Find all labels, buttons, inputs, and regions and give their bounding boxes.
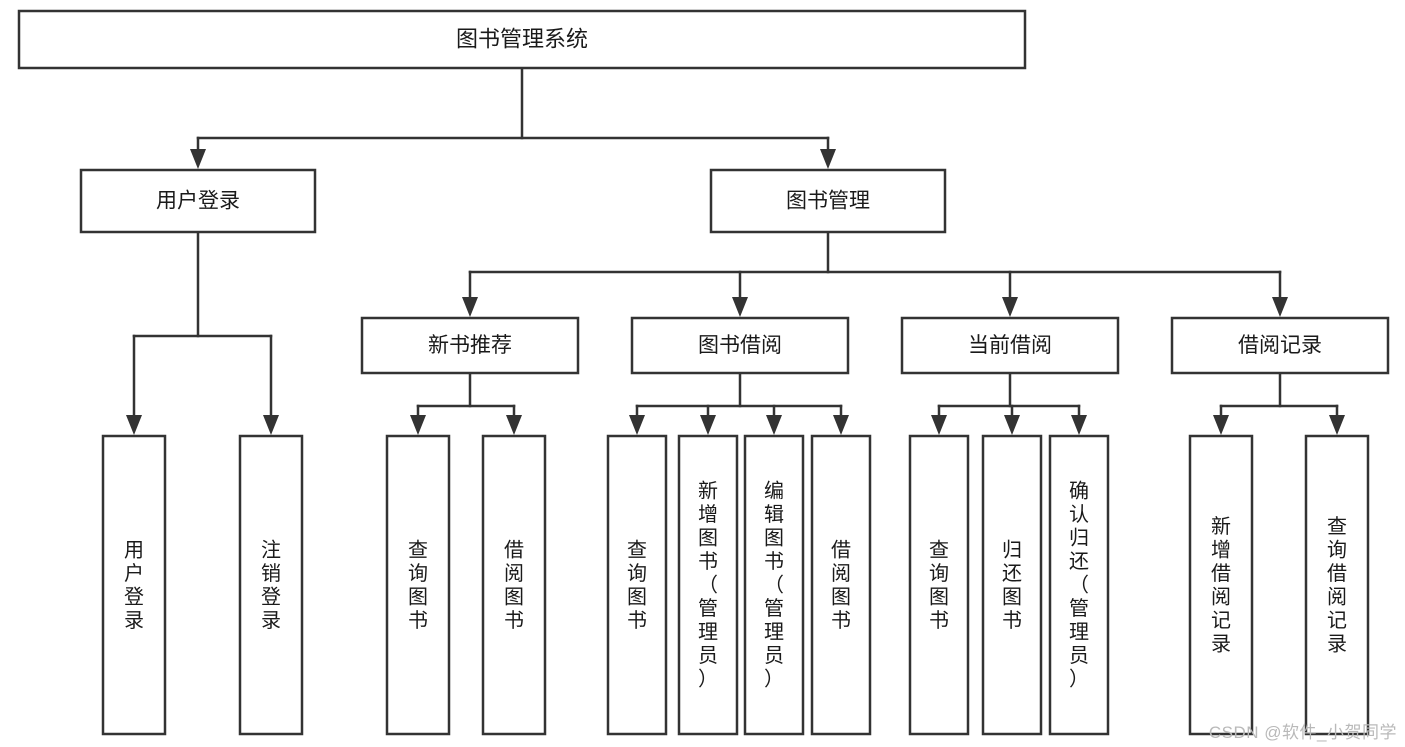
node-label-leaf-add-record: 新增借阅记录 (1211, 515, 1231, 656)
connector-group-user-login (126, 230, 279, 435)
node-leaf-add-book[interactable]: 新增图书（管理员） (677, 434, 739, 736)
arrow-head-icon (732, 297, 748, 317)
node-leaf-user-logout[interactable]: 注销登录 (238, 434, 304, 736)
node-leaf-confirm-return[interactable]: 确认归还（管理员） (1048, 434, 1110, 736)
node-root[interactable]: 图书管理系统 (17, 9, 1027, 70)
node-leaf-query-book-b[interactable]: 查询图书 (606, 434, 668, 736)
arrow-head-icon (820, 149, 836, 169)
node-new-book-rec[interactable]: 新书推荐 (360, 316, 580, 375)
node-label-leaf-confirm-return: 确认归还（管理员） (1069, 480, 1089, 691)
arrow-head-icon (931, 415, 947, 435)
node-leaf-user-login[interactable]: 用户登录 (101, 434, 167, 736)
arrow-head-icon (506, 415, 522, 435)
node-user-login[interactable]: 用户登录 (79, 168, 317, 234)
node-borrow-record[interactable]: 借阅记录 (1170, 316, 1390, 375)
connector-group-book-manage (462, 230, 1288, 317)
node-label-leaf-query-book-rec: 查询图书 (408, 538, 428, 632)
node-box-leaf-query-book-rec[interactable] (385, 434, 451, 736)
node-box-leaf-add-book[interactable] (677, 434, 739, 736)
node-box-user-login[interactable] (79, 168, 317, 234)
node-box-leaf-return-book[interactable] (981, 434, 1043, 736)
arrow-head-icon (833, 415, 849, 435)
arrow-head-icon (263, 415, 279, 435)
connector-layer (126, 66, 1345, 435)
node-box-leaf-edit-book[interactable] (743, 434, 805, 736)
connector-group-current-borrow (931, 371, 1087, 435)
node-box-borrow-record[interactable] (1170, 316, 1390, 375)
arrow-head-icon (1071, 415, 1087, 435)
node-box-book-borrow[interactable] (630, 316, 850, 375)
node-leaf-return-book[interactable]: 归还图书 (981, 434, 1043, 736)
node-leaf-query-book-rec[interactable]: 查询图书 (385, 434, 451, 736)
arrow-head-icon (766, 415, 782, 435)
node-box-new-book-rec[interactable] (360, 316, 580, 375)
node-leaf-query-record[interactable]: 查询借阅记录 (1304, 434, 1370, 736)
node-box-leaf-query-book-c[interactable] (908, 434, 970, 736)
node-book-borrow[interactable]: 图书借阅 (630, 316, 850, 375)
node-leaf-borrow-book-b[interactable]: 借阅图书 (810, 434, 872, 736)
arrow-head-icon (1329, 415, 1345, 435)
arrow-head-icon (1004, 415, 1020, 435)
node-box-leaf-user-login[interactable] (101, 434, 167, 736)
node-label-current-borrow: 当前借阅 (968, 334, 1052, 357)
node-label-leaf-user-logout: 注销登录 (261, 538, 281, 632)
node-leaf-borrow-book-rec[interactable]: 借阅图书 (481, 434, 547, 736)
node-label-user-login: 用户登录 (156, 190, 240, 213)
node-box-leaf-borrow-book-rec[interactable] (481, 434, 547, 736)
node-layer: 图书管理系统用户登录图书管理新书推荐图书借阅当前借阅借阅记录用户登录注销登录查询… (17, 9, 1390, 736)
node-label-leaf-query-book-c: 查询图书 (929, 538, 949, 632)
node-label-leaf-user-login: 用户登录 (124, 539, 144, 632)
node-label-leaf-return-book: 归还图书 (1002, 538, 1022, 632)
connector-group-borrow-record (1213, 371, 1345, 435)
node-label-book-manage: 图书管理 (786, 190, 870, 213)
node-leaf-query-book-c[interactable]: 查询图书 (908, 434, 970, 736)
arrow-head-icon (700, 415, 716, 435)
arrow-head-icon (126, 415, 142, 435)
node-label-borrow-record: 借阅记录 (1238, 334, 1322, 357)
node-current-borrow[interactable]: 当前借阅 (900, 316, 1120, 375)
node-box-root[interactable] (17, 9, 1027, 70)
node-label-book-borrow: 图书借阅 (698, 334, 782, 357)
node-label-leaf-edit-book: 编辑图书（管理员） (764, 480, 784, 691)
arrow-head-icon (190, 149, 206, 169)
node-box-book-manage[interactable] (709, 168, 947, 234)
arrow-head-icon (462, 297, 478, 317)
node-box-leaf-user-logout[interactable] (238, 434, 304, 736)
arrow-head-icon (1213, 415, 1229, 435)
connector-group-book-borrow (629, 371, 849, 435)
node-label-leaf-borrow-book-rec: 借阅图书 (504, 538, 524, 632)
node-label-root: 图书管理系统 (456, 26, 588, 51)
node-label-leaf-borrow-book-b: 借阅图书 (831, 538, 851, 632)
node-label-new-book-rec: 新书推荐 (428, 334, 512, 357)
node-leaf-add-record[interactable]: 新增借阅记录 (1188, 434, 1254, 736)
arrow-head-icon (1002, 297, 1018, 317)
arrow-head-icon (1272, 297, 1288, 317)
node-box-leaf-confirm-return[interactable] (1048, 434, 1110, 736)
node-leaf-edit-book[interactable]: 编辑图书（管理员） (743, 434, 805, 736)
node-book-manage[interactable]: 图书管理 (709, 168, 947, 234)
node-box-leaf-borrow-book-b[interactable] (810, 434, 872, 736)
node-box-leaf-query-book-b[interactable] (606, 434, 668, 736)
node-label-leaf-add-book: 新增图书（管理员） (698, 480, 718, 691)
connector-group-new-book-rec (410, 371, 522, 435)
node-box-leaf-query-record[interactable] (1304, 434, 1370, 736)
connector-group-root (190, 66, 836, 169)
arrow-head-icon (629, 415, 645, 435)
node-box-leaf-add-record[interactable] (1188, 434, 1254, 736)
node-label-leaf-query-book-b: 查询图书 (627, 538, 647, 632)
arrow-head-icon (410, 415, 426, 435)
node-box-current-borrow[interactable] (900, 316, 1120, 375)
node-label-leaf-query-record: 查询借阅记录 (1327, 515, 1347, 656)
